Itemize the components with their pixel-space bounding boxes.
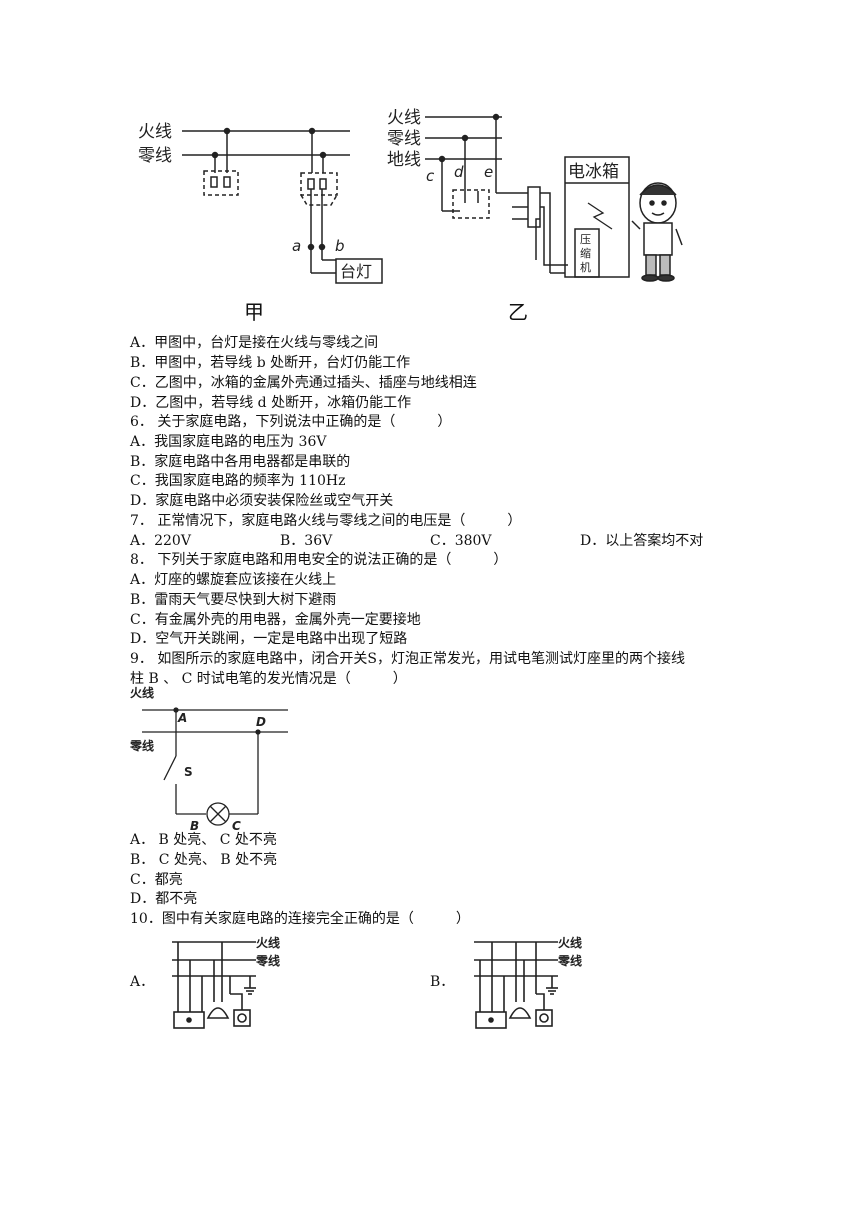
q6-option-c: C．我国家庭电路的频率为 110Hz (130, 473, 346, 489)
jia-lamp-label: 台灯 (340, 262, 372, 281)
q10-label-b: B． (430, 974, 455, 990)
q9-point-d: D (256, 715, 266, 729)
q9-option-d: D．都不亮 (130, 891, 198, 907)
q7-option-b: B．36V (280, 533, 333, 549)
q7-option-c: C．380V (430, 533, 492, 549)
q10-stem: 10．图中有关家庭电路的连接完全正确的是（ ） (130, 911, 470, 927)
yi-zero-label: 零线 (387, 129, 421, 149)
jia-fire-label: 火线 (138, 122, 172, 142)
figure-yi: 火线 零线 地线 c d e 电冰箱 压 缩 (387, 108, 683, 282)
q9-point-b: B (190, 819, 199, 830)
q9-option-c: C．都亮 (130, 872, 183, 888)
yi-compressor-2: 缩 (580, 247, 591, 260)
q8-option-d: D．空气开关跳闸，一定是电路中出现了短路 (130, 631, 408, 647)
q6-option-d: D．家庭电路中必须安装保险丝或空气开关 (130, 493, 394, 509)
q10-figure-a: 火线 零线 (172, 935, 280, 1029)
q10a-fire-label: 火线 (256, 935, 280, 950)
q9-option-b: B． C 处亮、 B 处不亮 (130, 852, 278, 868)
q5-option-c: C．乙图中，冰箱的金属外壳通过插头、插座与地线相连 (130, 375, 477, 391)
q10-label-a: A． (130, 974, 155, 990)
q9-stem-line1: 9． 如图所示的家庭电路中，闭合开关S，灯泡正常发光，用试电笔测试灯座里的两个接… (130, 651, 685, 667)
yi-e-label: e (484, 163, 493, 181)
q9-point-a: A (177, 711, 187, 725)
yi-compressor-3: 机 (580, 260, 591, 274)
q10a-zero-label: 零线 (255, 953, 280, 968)
q8-option-a: A．灯座的螺旋套应该接在火线上 (130, 572, 337, 588)
q9-fire-label: 火线 (130, 685, 154, 700)
q5-option-d: D．乙图中，若导线 d 处断开，冰箱仍能工作 (130, 395, 412, 411)
person-illustration (631, 182, 683, 282)
q6-stem: 6． 关于家庭电路，下列说法中正确的是（ ） (130, 414, 452, 430)
figure-jia: 火线 零线 a b 台灯 (138, 122, 383, 284)
q8-option-b: B．雷雨天气要尽快到大树下避雨 (130, 592, 337, 608)
yi-fridge-label: 电冰箱 (568, 162, 619, 182)
q9-zero-label: 零线 (129, 738, 154, 753)
q9-option-a: A． B 处亮、 C 处不亮 (130, 832, 277, 848)
caption-yi: 乙 (508, 300, 528, 324)
q7-stem: 7． 正常情况下，家庭电路火线与零线之间的电压是（ ） (130, 513, 522, 529)
q7-option-d: D．以上答案均不对 (580, 533, 704, 549)
jia-b-label: b (335, 237, 345, 255)
q5-option-b: B．甲图中，若导线 b 处断开，台灯仍能工作 (130, 355, 411, 371)
yi-fire-label: 火线 (387, 108, 421, 128)
q10-figure-b: 火线 零线 (474, 935, 582, 1029)
q8-option-c: C．有金属外壳的用电器，金属外壳一定要接地 (130, 612, 421, 628)
q8-stem: 8． 下列关于家庭电路和用电安全的说法正确的是（ ） (130, 552, 508, 568)
yi-compressor-1: 压 (580, 233, 591, 246)
yi-c-label: c (426, 167, 435, 185)
q9-stem-line2: 柱 B 、 C 时试电笔的发光情况是（ ） (130, 671, 407, 687)
figure-jia-yi: 火线 零线 a b 台灯 火线 零线 地线 (138, 108, 683, 284)
q10b-zero-label: 零线 (557, 953, 582, 968)
caption-jia: 甲 (244, 300, 264, 324)
q6-option-a: A．我国家庭电路的电压为 36V (130, 434, 327, 450)
q7-option-a: A．220V (130, 533, 191, 549)
yi-d-label: d (454, 163, 464, 181)
q10b-fire-label: 火线 (558, 935, 582, 950)
q6-option-b: B．家庭电路中各用电器都是串联的 (130, 454, 351, 470)
yi-ground-label: 地线 (387, 150, 421, 170)
q5-option-a: A．甲图中，台灯是接在火线与零线之间 (130, 335, 379, 351)
q9-circuit-figure: 火线 A D 零线 S B C (129, 685, 288, 830)
q9-point-c: C (232, 819, 241, 830)
jia-a-label: a (292, 237, 301, 255)
jia-zero-label: 零线 (138, 146, 172, 166)
q9-switch-label: S (184, 765, 193, 779)
